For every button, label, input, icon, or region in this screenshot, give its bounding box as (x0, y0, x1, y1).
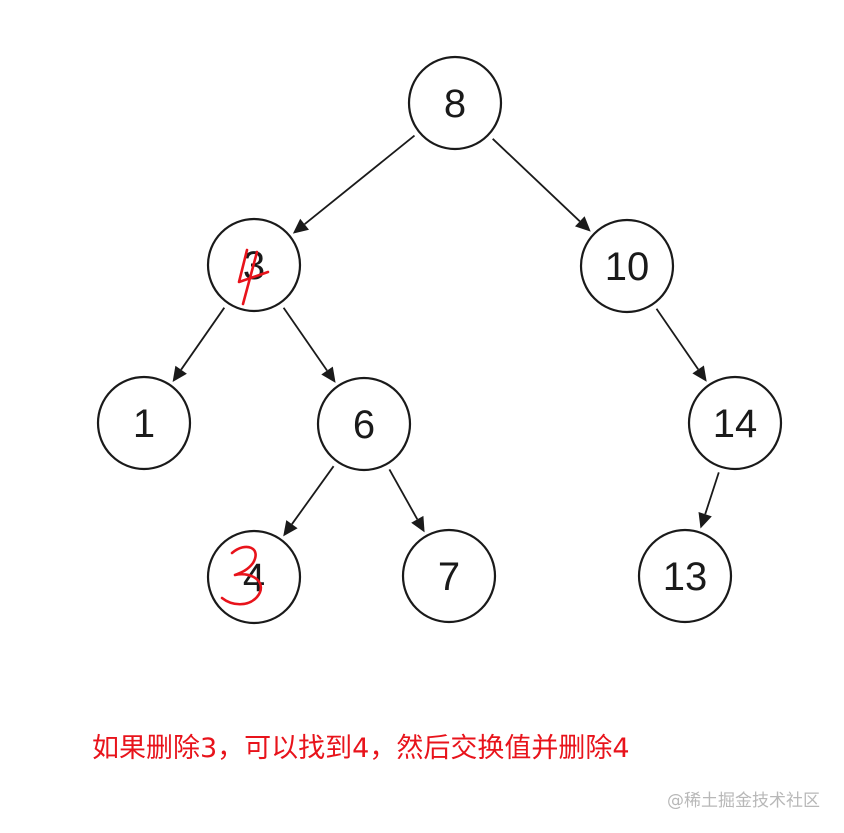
edge-10-to-14 (655, 308, 707, 382)
node-circle (407, 55, 503, 151)
edge-line (282, 307, 328, 372)
tree-node-13: 13 (637, 528, 733, 624)
arrowhead (172, 365, 187, 382)
handwritten-4-annotation (237, 248, 270, 306)
tree-node-7: 7 (401, 528, 497, 624)
edge-line (492, 138, 581, 222)
edge-line (388, 468, 419, 520)
tree-node-1: 1 (96, 375, 192, 471)
node-label: 10 (605, 245, 650, 289)
edge-line (180, 307, 226, 371)
node-label: 8 (444, 82, 466, 126)
node-label: 7 (438, 555, 460, 599)
edge-line (291, 465, 335, 525)
node-label: 1 (133, 402, 155, 446)
edge-6-to-7 (388, 468, 425, 533)
edge-3-to-1 (172, 307, 226, 382)
node-circle (96, 375, 192, 471)
edge-14-to-13 (698, 472, 720, 529)
arrowhead (321, 366, 336, 383)
node-circle (637, 528, 733, 624)
arrowhead (698, 512, 712, 529)
arrowhead (283, 520, 298, 537)
arrowhead (411, 515, 425, 533)
tree-edges (172, 134, 720, 537)
edge-8-to-3 (292, 134, 416, 234)
node-circle (401, 528, 497, 624)
arrowhead (692, 365, 707, 382)
edge-8-to-10 (492, 138, 591, 232)
node-label: 6 (353, 403, 375, 447)
node-circle (316, 376, 412, 472)
caption-text: 如果删除3，可以找到4，然后交换值并删除4 (92, 733, 630, 764)
watermark: @稀土掘金技术社区 (667, 791, 820, 811)
node-label: 13 (663, 555, 708, 599)
arrowhead (575, 216, 591, 232)
edge-line (655, 308, 699, 370)
handwritten-3-annotation (220, 545, 263, 606)
edge-line (304, 134, 416, 225)
edge-line (704, 472, 720, 515)
tree-node-14: 14 (687, 375, 783, 471)
edge-6-to-4 (283, 465, 335, 537)
node-circle (687, 375, 783, 471)
arrowhead (292, 218, 309, 234)
tree-node-6: 6 (316, 376, 412, 472)
tree-node-8: 8 (407, 55, 503, 151)
node-circle (579, 218, 675, 314)
edge-3-to-6 (282, 307, 336, 383)
node-label: 14 (713, 402, 758, 446)
tree-node-10: 10 (579, 218, 675, 314)
